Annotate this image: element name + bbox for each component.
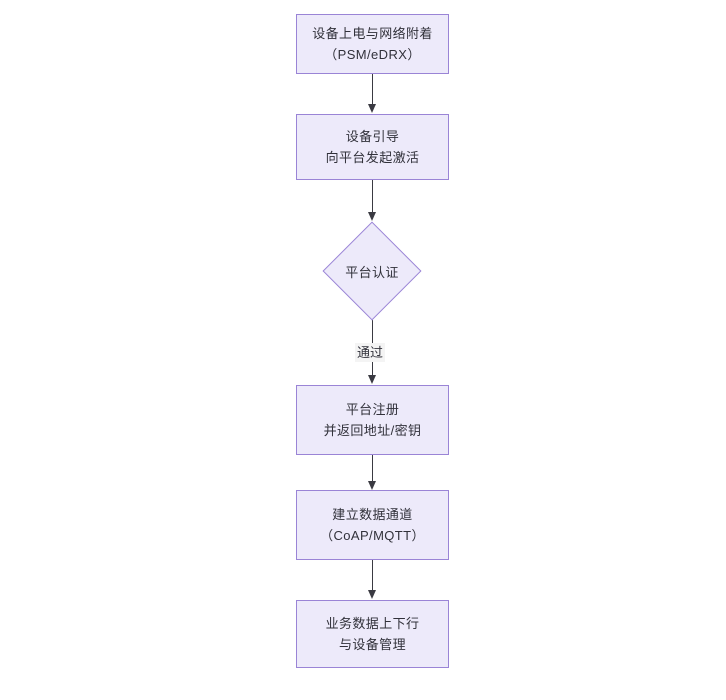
arrowhead-power-on-to-bootstrap (368, 104, 376, 113)
arrowhead-platform-register-to-data-channel (368, 481, 376, 490)
node-power-on[interactable]: 设备上电与网络附着 （PSM/eDRX） (296, 14, 449, 74)
node-bootstrap-line2: 向平台发起激活 (325, 150, 420, 165)
node-business-data-line2: 与设备管理 (338, 637, 406, 652)
node-bootstrap[interactable]: 设备引导 向平台发起激活 (296, 114, 449, 180)
node-platform-register[interactable]: 平台注册 并返回地址/密钥 (296, 385, 449, 455)
connector-data-channel-to-business-data (372, 560, 373, 591)
arrowhead-bootstrap-to-platform-auth (368, 212, 376, 221)
node-power-on-line2: （PSM/eDRX） (324, 47, 421, 62)
node-business-data-line1: 业务数据上下行 (325, 616, 420, 631)
arrowhead-data-channel-to-business-data (368, 590, 376, 599)
node-data-channel-line1: 建立数据通道 (332, 507, 413, 522)
connector-bootstrap-to-platform-auth (372, 180, 373, 213)
arrowhead-platform-auth-to-platform-register (368, 375, 376, 384)
node-data-channel[interactable]: 建立数据通道 （CoAP/MQTT） (296, 490, 449, 560)
edge-label-pass: 通过 (355, 343, 386, 362)
node-data-channel-line2: （CoAP/MQTT） (320, 528, 425, 543)
node-power-on-line1: 设备上电与网络附着 (312, 26, 433, 41)
node-platform-auth-label: 平台认证 (345, 264, 399, 280)
node-business-data[interactable]: 业务数据上下行 与设备管理 (296, 600, 449, 668)
node-platform-auth[interactable]: 平台认证 (322, 221, 422, 321)
node-platform-register-line2: 并返回地址/密钥 (323, 423, 422, 438)
node-bootstrap-line1: 设备引导 (345, 129, 400, 144)
connector-power-on-to-bootstrap (372, 74, 373, 105)
node-platform-register-line1: 平台注册 (345, 402, 400, 417)
connector-platform-register-to-data-channel (372, 455, 373, 482)
